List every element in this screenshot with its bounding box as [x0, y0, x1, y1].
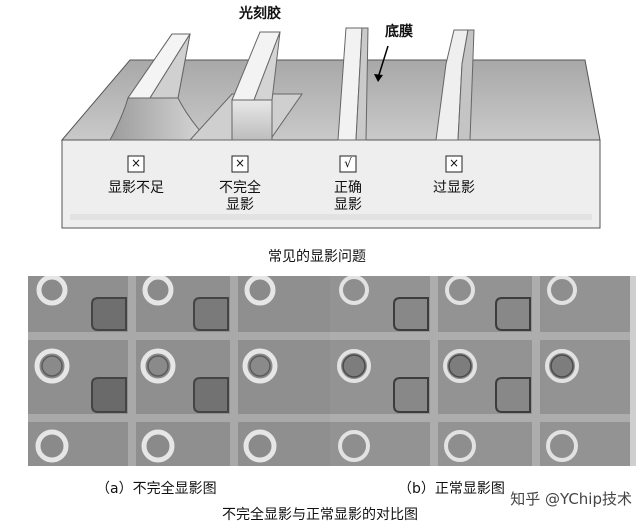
- photoresist-label: 光刻胶: [239, 6, 281, 22]
- development-diagram: [60, 27, 601, 229]
- watermark: 知乎 @YChip技术: [510, 488, 632, 509]
- state-box-2: [231, 155, 249, 173]
- state-mark-3: √: [344, 156, 352, 170]
- photo-normal: [330, 276, 636, 466]
- photo-caption-incomplete: （a）不完全显影图: [96, 481, 217, 497]
- feature-over-developed: [435, 29, 475, 141]
- bottom-caption: 不完全显影与正常显影的对比图: [222, 507, 418, 523]
- state-box-3: [339, 155, 357, 173]
- state-box-4: [445, 155, 463, 173]
- feature-incomplete: [188, 31, 303, 141]
- substrate-front: [61, 139, 601, 229]
- feature-under-developed: [109, 33, 210, 141]
- watermark-text: 知乎 @YChip技术: [510, 490, 632, 508]
- state-mark-2: ×: [234, 156, 246, 170]
- state-box-1: [127, 155, 145, 173]
- photo-incomplete: [28, 276, 334, 466]
- state-label-1: 显影不足: [108, 180, 164, 196]
- state-mark-4: ×: [448, 156, 460, 170]
- state-mark-1: ×: [130, 156, 142, 170]
- photo-caption-normal: （b）正常显影图: [398, 481, 505, 497]
- diagram-caption: 常见的显影问题: [268, 249, 366, 265]
- state-label-3: 正确 显影: [334, 180, 362, 213]
- feature-correct: [337, 27, 369, 141]
- substrate-film-label: 底膜: [385, 24, 413, 40]
- state-label-4: 过显影: [433, 180, 475, 196]
- state-label-2: 不完全 显影: [219, 180, 261, 213]
